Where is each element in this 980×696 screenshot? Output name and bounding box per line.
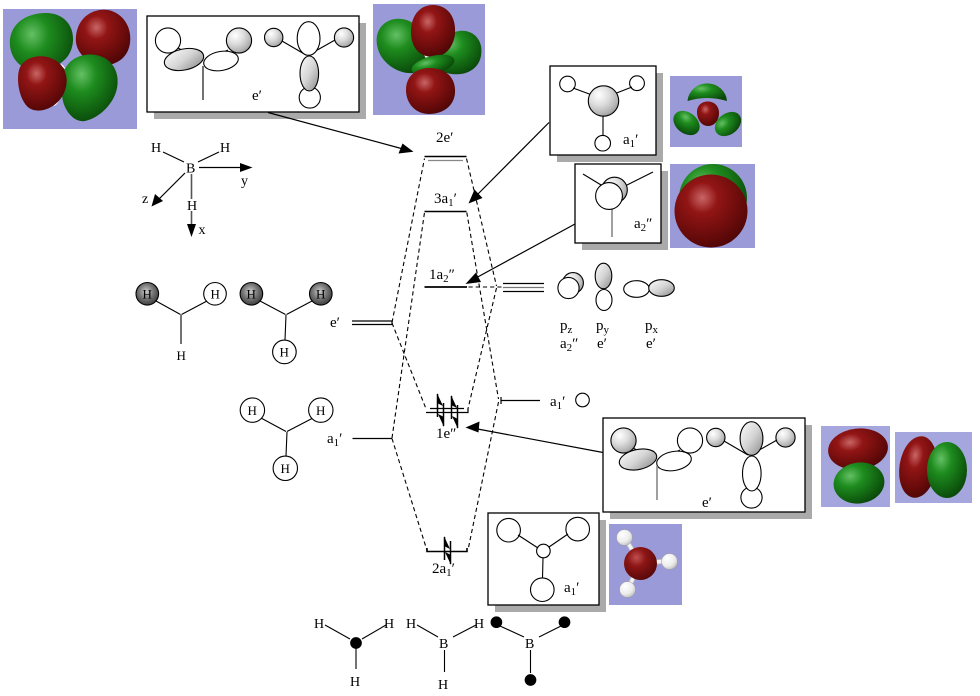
svg-text:H: H: [314, 617, 324, 632]
svg-text:H: H: [211, 287, 220, 302]
svg-text:e′: e′: [597, 336, 607, 352]
svg-text:B: B: [439, 637, 448, 652]
svg-text:a2″: a2″: [634, 216, 652, 234]
svg-text:H: H: [474, 617, 484, 632]
svg-text:H: H: [316, 287, 325, 302]
svg-text:2a1′: 2a1′: [432, 561, 455, 579]
svg-text:H: H: [220, 141, 230, 156]
svg-text:H: H: [280, 345, 289, 360]
svg-text:e′: e′: [646, 336, 656, 352]
svg-text:e′: e′: [252, 88, 262, 104]
svg-text:a1′: a1′: [623, 132, 638, 150]
svg-text:a1′: a1′: [564, 580, 579, 598]
svg-text:H: H: [247, 287, 256, 302]
svg-text:H: H: [406, 617, 416, 632]
svg-text:e′: e′: [330, 315, 340, 331]
svg-text:z: z: [142, 192, 148, 207]
svg-text:y: y: [241, 174, 248, 189]
svg-text:H: H: [187, 199, 197, 214]
svg-text:2e′: 2e′: [436, 130, 453, 146]
svg-text:a1′: a1′: [327, 431, 342, 449]
svg-text:H: H: [438, 678, 448, 691]
svg-text:H: H: [281, 461, 290, 476]
svg-text:3a1′: 3a1′: [434, 191, 457, 209]
svg-text:B: B: [186, 162, 195, 177]
svg-text:1e″: 1e″: [436, 426, 456, 442]
svg-text:H: H: [384, 617, 394, 632]
svg-text:H: H: [350, 675, 360, 690]
svg-text:a1′: a1′: [550, 394, 565, 412]
svg-text:e′: e′: [702, 495, 712, 511]
svg-text:x: x: [199, 223, 206, 238]
svg-text:H: H: [177, 348, 186, 363]
svg-text:a2″: a2″: [560, 336, 578, 354]
svg-text:H: H: [248, 403, 257, 418]
svg-text:H: H: [143, 287, 152, 302]
svg-text:1a2″: 1a2″: [429, 267, 455, 285]
svg-text:B: B: [525, 637, 534, 652]
svg-text:H: H: [316, 403, 325, 418]
svg-text:H: H: [151, 141, 161, 156]
